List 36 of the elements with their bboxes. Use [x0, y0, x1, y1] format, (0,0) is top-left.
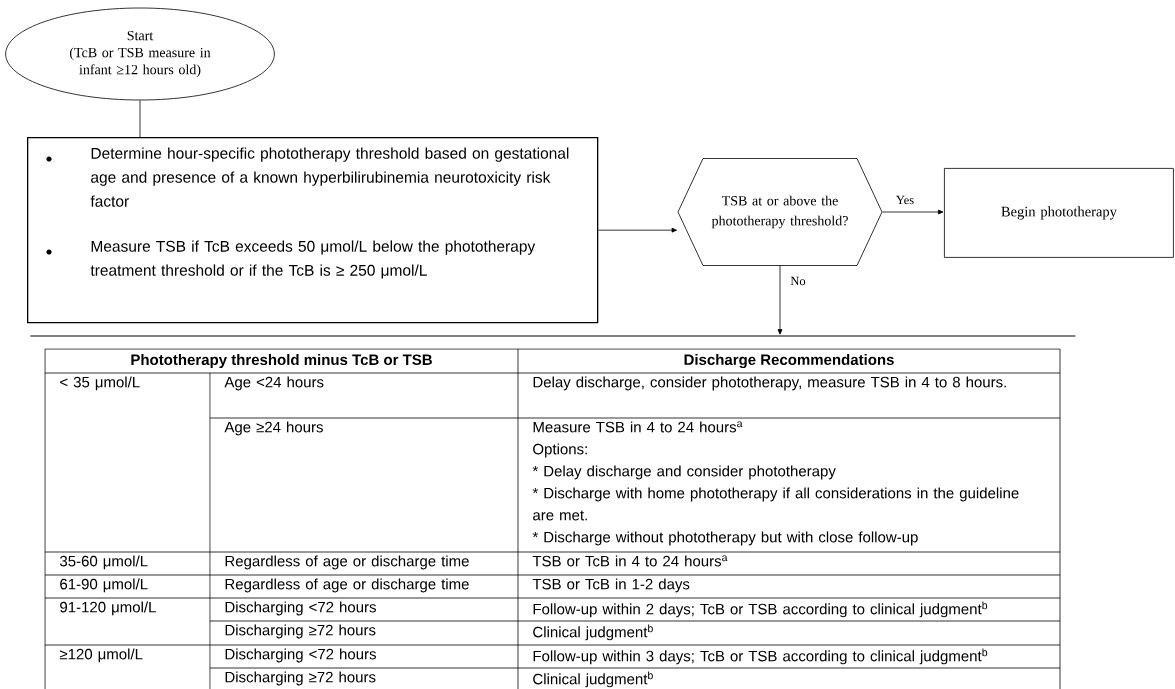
table-cell-text: Age ≥24 hours	[224, 421, 323, 436]
table-cell-text: TSB or TcB in 1-2 days	[532, 578, 690, 593]
start-oval: Start (TcB or TSB measure in infant ≥12 hours old)	[5, 7, 275, 101]
arrow	[882, 209, 944, 215]
table-cell-text: 35-60 μmol/L	[59, 555, 148, 570]
column-header: Discharge Recommendations	[684, 354, 894, 369]
table-cell-text: ≥120 μmol/L	[59, 648, 143, 663]
table-cell-text: Options:	[533, 443, 587, 458]
arrow	[597, 227, 677, 233]
table-cell-text: * Discharge without phototherapy but with close follow-up	[532, 531, 918, 546]
table-cell-text: Discharging <72 hours	[225, 648, 376, 663]
table-cell-text: Regardless of age or discharge time	[225, 555, 469, 570]
decision-hexagon: TSB at or above the phototherapy threshold?	[677, 158, 883, 266]
table-cell-text: Age <24 hours	[224, 376, 324, 391]
table-cell-text: Follow-up within 3 days; TcB or TSB according to clinical judgment$^{b}$	[533, 648, 988, 665]
table-cell-text: Regardless of age or discharge time	[225, 578, 469, 593]
table-cell-text: Follow-up within 2 days; TcB or TSB according to clinical judgment$^{b}$	[533, 601, 988, 618]
table-cell-text: 61-90 μmol/L	[60, 578, 148, 593]
table-cell-text: 91-120 μmol/L	[60, 601, 156, 616]
column-header: Phototherapy threshold minus TcB or TSB	[131, 354, 432, 368]
table-cell-text: Discharging <72 hours	[225, 601, 376, 616]
table-cell-text: Delay discharge, consider phototherapy, measure TSB in 4 to 8 hours.	[533, 376, 1006, 391]
process-box: Begin phototherapy	[944, 168, 1174, 258]
table-cell-text: * Discharge with home phototherapy if all considerations in the guideline are met.	[532, 487, 1019, 521]
table-cell-text: Discharging ≥72 hours	[225, 671, 376, 686]
table-cell-text: TSB or TcB in 4 to 24 hours$^{a}$	[532, 555, 728, 567]
edge-label: Yes	[894, 194, 916, 206]
arrow	[777, 265, 783, 335]
table-cell-text: Clinical judgment$^{b}$	[533, 671, 653, 688]
edge-label: No	[789, 275, 807, 287]
table-cell-text: Discharging ≥72 hours	[225, 624, 376, 639]
table-cell-text: < 35 μmol/L	[60, 376, 140, 391]
table-cell-text: * Delay discharge and consider phototherapy	[532, 465, 836, 480]
bullet-box: Determine hour-specific phototherapy threshold based on gestational age and presence of a known hyperbilirubinemia neurotoxicity risk factor Measure TSB if TcB exceeds 50 μmol/L below the phototherapy treatment threshold or if the TcB is ≥ 250 μmol/L	[27, 137, 599, 324]
table-cell-text: Measure TSB in 4 to 24 hours$^{a}$	[533, 421, 743, 433]
table-cell-text: Clinical judgment$^{b}$	[533, 624, 653, 641]
